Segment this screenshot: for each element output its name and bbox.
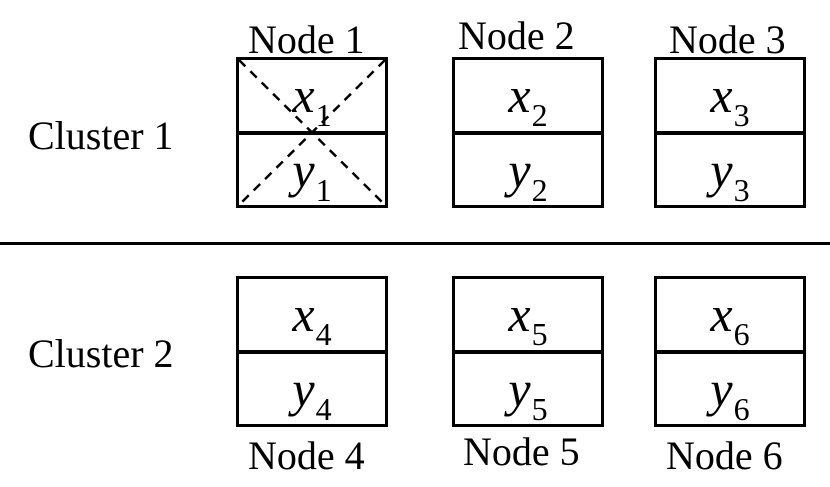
node-2-x-cell: x2	[455, 60, 601, 133]
node-3-y-variable: y3	[710, 141, 750, 208]
node-4-y-cell: y4	[239, 351, 385, 427]
node-5-label: Node 5	[463, 429, 580, 474]
node-1-label: Node 1	[248, 17, 365, 62]
node-4-label: Node 4	[248, 433, 365, 478]
node-5-x-variable: x5	[508, 286, 548, 353]
node-6-y-variable: y6	[710, 360, 750, 427]
node-2-x-variable: x2	[508, 67, 548, 134]
node-5-box: x5 y5	[452, 276, 604, 427]
node-4-x-cell: x4	[239, 279, 385, 352]
cluster-2-label: Cluster 2	[28, 331, 174, 376]
node-1-x-cell: x1	[239, 60, 385, 133]
node-3-x-variable: x3	[710, 67, 750, 134]
node-1-x-variable: x1	[292, 67, 332, 134]
cluster-1-label: Cluster 1	[28, 113, 174, 158]
node-1-y-variable: y1	[292, 141, 332, 208]
node-2-label: Node 2	[458, 13, 575, 58]
node-6-x-variable: x6	[710, 286, 750, 353]
node-1-y-cell: y1	[239, 132, 385, 208]
node-3-x-cell: x3	[657, 60, 803, 133]
node-5-y-variable: y5	[508, 360, 548, 427]
node-6-x-cell: x6	[657, 279, 803, 352]
node-5-x-cell: x5	[455, 279, 601, 352]
node-2-y-cell: y2	[455, 132, 601, 208]
node-6-label: Node 6	[666, 433, 783, 478]
node-3-y-cell: y3	[657, 132, 803, 208]
node-2-box: x2 y2	[452, 57, 604, 208]
node-2-y-variable: y2	[508, 141, 548, 208]
node-4-x-variable: x4	[292, 286, 332, 353]
node-4-box: x4 y4	[236, 276, 388, 427]
node-6-box: x6 y6	[654, 276, 806, 427]
node-4-y-variable: y4	[292, 360, 332, 427]
cluster-divider	[0, 242, 830, 245]
node-5-y-cell: y5	[455, 351, 601, 427]
node-3-label: Node 3	[669, 17, 786, 62]
node-3-box: x3 y3	[654, 57, 806, 208]
node-1-box: x1 y1	[236, 57, 388, 208]
node-6-y-cell: y6	[657, 351, 803, 427]
